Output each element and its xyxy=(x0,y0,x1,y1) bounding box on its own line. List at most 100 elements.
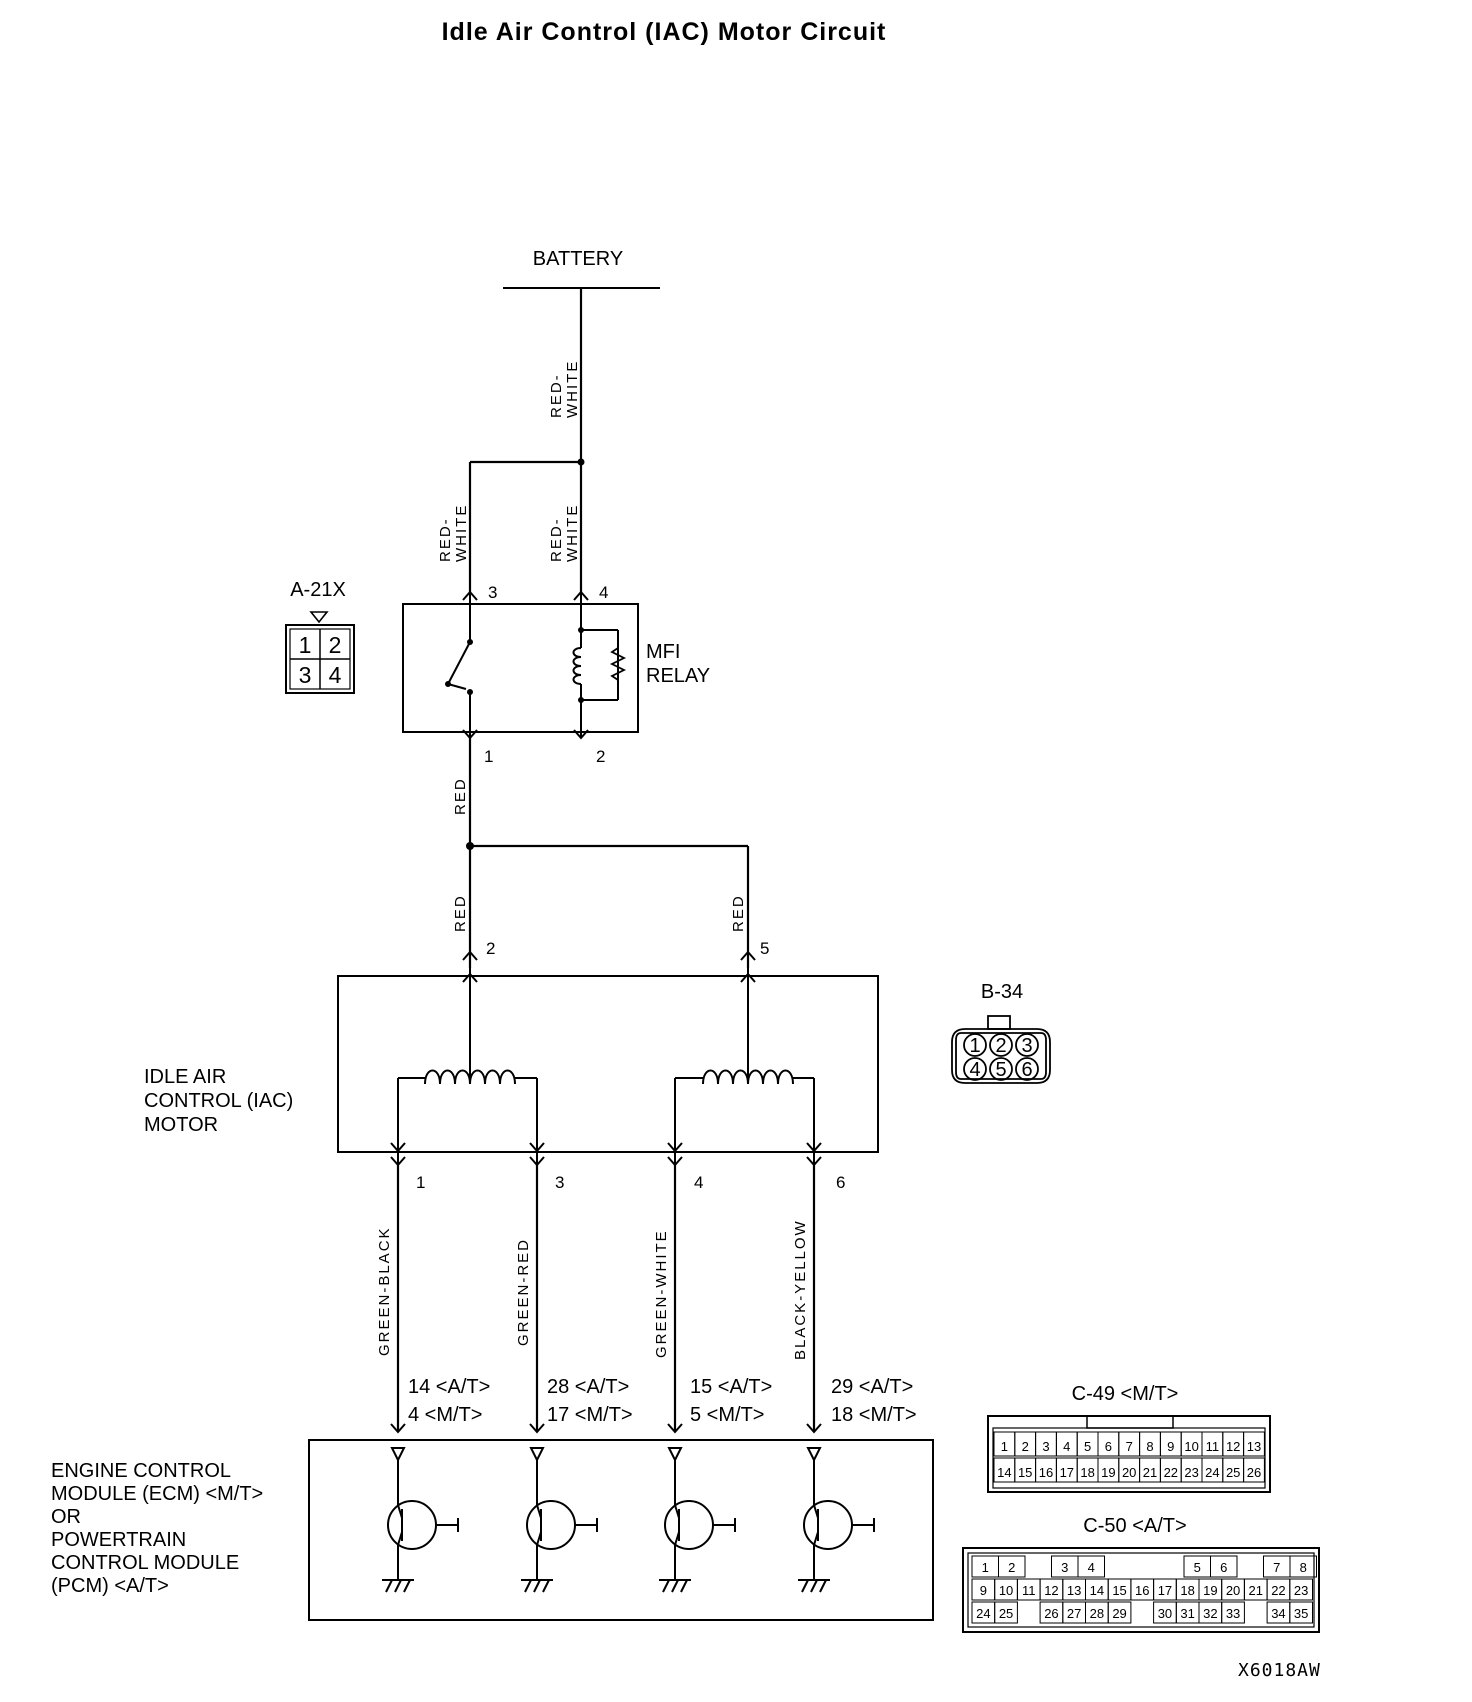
c50-pin-16: 16 xyxy=(1135,1583,1149,1598)
c49-pin-20: 20 xyxy=(1122,1465,1136,1480)
c49-pin-4: 4 xyxy=(1063,1439,1070,1454)
c50-cell-box xyxy=(1289,1578,1314,1601)
wire-label-red-white-main: RED-WHITE xyxy=(548,360,581,418)
c50-pin-24: 24 xyxy=(976,1606,990,1621)
c50-pin-10: 10 xyxy=(999,1583,1013,1598)
motor-label-line-1: IDLE AIR xyxy=(144,1066,226,1088)
relay-resistor-icon xyxy=(609,647,627,681)
c50-pin-11: 11 xyxy=(1022,1583,1036,1598)
c50-pin-20: 20 xyxy=(1226,1583,1240,1598)
c49-pin-6: 6 xyxy=(1105,1439,1112,1454)
c49-pin-16: 16 xyxy=(1039,1465,1053,1480)
transistor-icon xyxy=(798,1447,875,1593)
ecm-label-line-6: (PCM) <A/T> xyxy=(51,1575,169,1597)
c49-pin-1: 1 xyxy=(1001,1439,1008,1454)
relay-pin-arrows xyxy=(462,590,589,740)
red-wiring xyxy=(468,738,750,968)
svg-text:RED-WHITE: RED-WHITE xyxy=(437,504,470,562)
relay-connector-cell-4: 4 xyxy=(329,662,342,688)
relay-junction-dot xyxy=(578,697,584,703)
ecm-pin-label-2-mt: 17 <M/T> xyxy=(547,1404,633,1426)
wire-label-green-black: GREEN-BLACK xyxy=(376,1226,393,1356)
relay-connector-face xyxy=(285,624,355,694)
motor-pin-1: 1 xyxy=(416,1173,425,1192)
c50-cell-box xyxy=(1221,1601,1245,1624)
ecm-pin-label-1-mt: 4 <M/T> xyxy=(408,1404,482,1426)
ecm-pin-label-1-at: 14 <A/T> xyxy=(408,1376,490,1398)
svg-text:BLACK-YELLOW: BLACK-YELLOW xyxy=(792,1219,809,1360)
wire-label-red-pin5: RED xyxy=(730,894,747,932)
c50-pin-28: 28 xyxy=(1090,1606,1104,1621)
diagram-title: Idle Air Control (IAC) Motor Circuit xyxy=(442,18,887,46)
c49-pin-2: 2 xyxy=(1022,1439,1029,1454)
figure-code: X6018AW xyxy=(1238,1660,1321,1681)
ecm-label-line-5: CONTROL MODULE xyxy=(51,1552,239,1574)
c49-connector-frame xyxy=(987,1415,1271,1493)
c49-pin-22: 22 xyxy=(1164,1465,1178,1480)
c50-pin-33: 33 xyxy=(1226,1606,1240,1621)
ecm-pin-label-2-at: 28 <A/T> xyxy=(547,1376,629,1398)
c50-pin-23: 23 xyxy=(1294,1583,1308,1598)
wire-label-black-yellow: BLACK-YELLOW xyxy=(792,1219,809,1360)
relay-junction-dot xyxy=(578,627,584,633)
c49-pin-9: 9 xyxy=(1167,1439,1174,1454)
c49-pin-17: 17 xyxy=(1060,1465,1074,1480)
wire-label-green-red: GREEN-RED xyxy=(515,1238,532,1346)
c50-pin-17: 17 xyxy=(1158,1583,1172,1598)
c49-pin-21: 21 xyxy=(1143,1465,1157,1480)
motor-connector-cell-5: 5 xyxy=(995,1059,1006,1081)
transistor-icon xyxy=(521,1447,598,1593)
c50-pin-19: 19 xyxy=(1203,1583,1217,1598)
c50-pin-12: 12 xyxy=(1044,1583,1058,1598)
svg-text:RED: RED xyxy=(452,894,469,932)
c50-pin-30: 30 xyxy=(1158,1606,1172,1621)
c49-pin-10: 10 xyxy=(1184,1439,1198,1454)
c50-pin-34: 34 xyxy=(1271,1606,1285,1621)
wire-label-red-pin2: RED xyxy=(452,894,469,932)
transistor-icon xyxy=(659,1447,736,1593)
iac-motor-box xyxy=(337,975,879,1153)
motor-pin-5: 5 xyxy=(760,939,769,958)
c49-pin-11: 11 xyxy=(1206,1439,1220,1454)
motor-connector-cell-1: 1 xyxy=(969,1035,980,1057)
c50-pin-14: 14 xyxy=(1090,1583,1104,1598)
battery-label: BATTERY xyxy=(533,248,623,270)
motor-connector-face xyxy=(951,1015,1051,1084)
mfi-relay-box xyxy=(402,603,639,733)
splice-point xyxy=(577,458,585,466)
c50-pin-31: 31 xyxy=(1180,1606,1194,1621)
c49-label: C-49 <M/T> xyxy=(1072,1383,1179,1405)
c49-pin-24: 24 xyxy=(1205,1465,1219,1480)
c50-pin-2: 2 xyxy=(1008,1560,1015,1575)
relay-connector-cell-1: 1 xyxy=(299,632,312,658)
svg-text:RED-WHITE: RED-WHITE xyxy=(548,360,581,418)
c50-pin-1: 1 xyxy=(982,1560,989,1575)
c50-pin-9: 9 xyxy=(980,1583,987,1598)
c50-pin-27: 27 xyxy=(1067,1606,1081,1621)
relay-pin-2: 2 xyxy=(596,747,605,766)
ecm-pin-label-3-mt: 5 <M/T> xyxy=(690,1404,764,1426)
c50-pin-4: 4 xyxy=(1088,1560,1095,1575)
signal-wiring xyxy=(396,1165,816,1432)
c50-pin-5: 5 xyxy=(1194,1560,1201,1575)
c50-pin-35: 35 xyxy=(1294,1606,1308,1621)
wire-label-red-white-pin3: RED-WHITE xyxy=(437,504,470,562)
c49-cell-box xyxy=(1243,1431,1265,1457)
svg-text:RED: RED xyxy=(452,777,469,815)
ecm-label-line-4: POWERTRAIN xyxy=(51,1529,186,1551)
relay-connector-cell-2: 2 xyxy=(329,632,342,658)
c49-pin-5: 5 xyxy=(1084,1439,1091,1454)
ecm-box xyxy=(308,1439,934,1621)
motor-connector-cell-2: 2 xyxy=(995,1035,1006,1057)
motor-label-line-2: CONTROL (IAC) xyxy=(144,1090,293,1112)
c50-connector-frame xyxy=(962,1547,1320,1633)
relay-contact-dot xyxy=(445,681,451,687)
wire-label-green-white: GREEN-WHITE xyxy=(653,1229,670,1358)
relay-supply-wiring xyxy=(468,288,583,592)
motor-pin-3: 3 xyxy=(555,1173,564,1192)
ecm-label-line-1: ENGINE CONTROL xyxy=(51,1460,231,1482)
ecm-pin-label-4-mt: 18 <M/T> xyxy=(831,1404,917,1426)
relay-pin-3: 3 xyxy=(488,583,497,602)
svg-text:RED-WHITE: RED-WHITE xyxy=(548,504,581,562)
c50-pin-32: 32 xyxy=(1203,1606,1217,1621)
